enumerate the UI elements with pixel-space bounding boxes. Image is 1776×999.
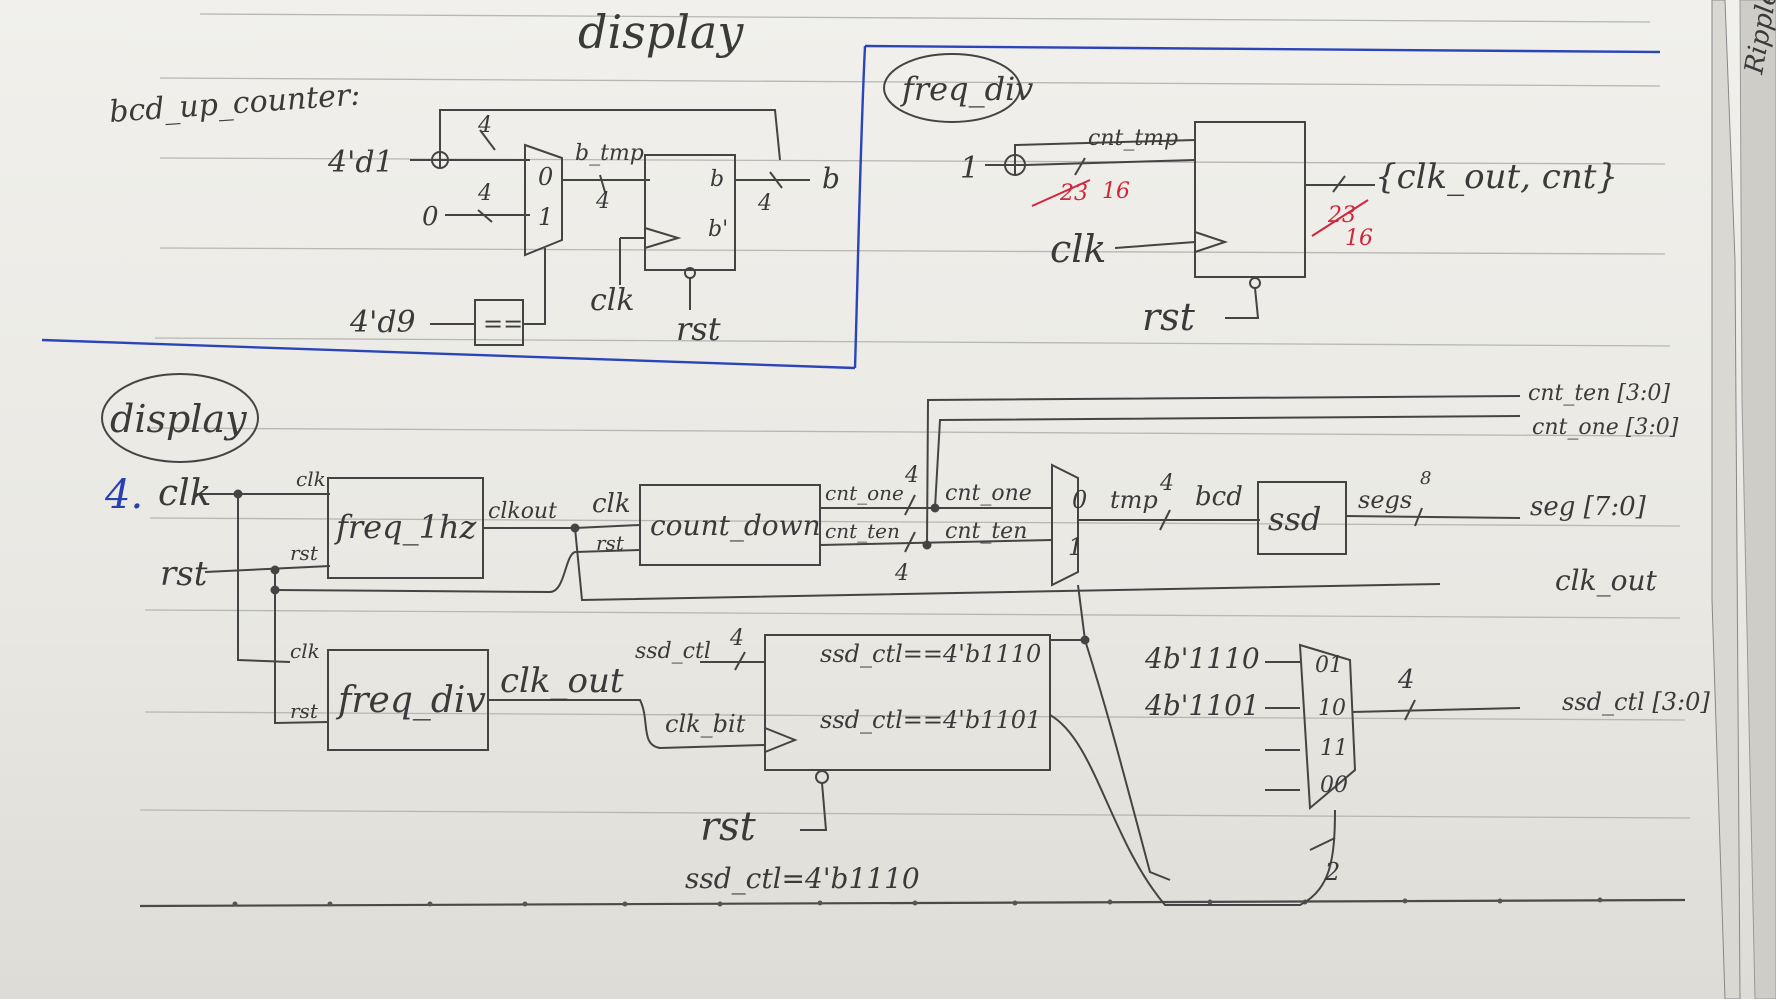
freq-1hz-rst: rst <box>290 541 319 565</box>
mux-a: cnt_one <box>945 481 1032 506</box>
bcd-mux-in0: 0 <box>538 163 553 191</box>
freq-div-const-one: 1 <box>960 151 979 186</box>
freq-div-old-width-a: 23 <box>1059 181 1088 206</box>
mux4-c1: 4b'1110 <box>1144 642 1260 675</box>
bcd-up-counter-panel <box>410 109 810 346</box>
ctl-reg-line2: ssd_ctl==4'b1101 <box>820 706 1041 734</box>
bcd-const-zero: 0 <box>422 202 439 232</box>
bcd-title: bcd_up_counter: <box>108 78 361 130</box>
blue-borders <box>41 44 1661 370</box>
mux4-s10: 10 <box>1318 696 1346 721</box>
freq-1hz-clk: clk <box>296 467 326 491</box>
top-title: display <box>578 5 744 59</box>
output-cnt-one: cnt_one [3:0] <box>1532 415 1679 440</box>
bcd-width-a: 4 <box>477 113 492 138</box>
ssd-segs: segs <box>1358 486 1412 514</box>
ctl-reg-init: ssd_ctl=4'b1110 <box>685 862 920 895</box>
bcd-compare-box <box>474 299 524 346</box>
freq-div-panel <box>883 53 1375 319</box>
display-count-down-block <box>639 484 821 566</box>
ctl-reg-line1: ssd_ctl==4'b1110 <box>820 640 1041 668</box>
freq-div-clk: clk <box>1050 227 1106 271</box>
mux4-s01: 01 <box>1315 653 1343 678</box>
page-edge-back <box>1739 0 1776 999</box>
freq-div-cnt-tmp: cnt_tmp <box>1088 126 1178 151</box>
freq-div-strike-b <box>1311 199 1369 237</box>
output-cnt-ten: cnt_ten [3:0] <box>1528 381 1670 406</box>
bcd-register <box>644 154 736 271</box>
count-down-out-one: cnt_one <box>825 481 904 505</box>
bcd-clk: clk <box>590 283 635 318</box>
bcd-width-b: 4 <box>477 181 492 206</box>
mux-in0: 0 <box>1072 486 1087 514</box>
bcd-mux-in1: 1 <box>538 203 553 231</box>
bcd-reg-out: b <box>822 162 840 195</box>
display-title-ellipse <box>101 373 259 463</box>
page-edge <box>1711 0 1741 999</box>
display-section <box>101 373 1521 906</box>
mux-in1: 1 <box>1068 533 1083 561</box>
mux-tmp: tmp <box>1110 486 1158 514</box>
bcd-width-d: 4 <box>757 191 772 216</box>
ssd-out: seg [7:0] <box>1530 492 1647 522</box>
bcd-reg-q: b' <box>708 217 728 242</box>
mux4-c2: 4b'1101 <box>1144 689 1260 722</box>
freq-div-rst: rst <box>1142 295 1196 339</box>
freq-div-title-ellipse <box>883 53 1021 123</box>
output-clk-out: clk_out <box>1555 564 1657 597</box>
freq-div-out: {clk_out, cnt} <box>1375 157 1618 197</box>
freq-div-strike-a <box>1031 179 1091 207</box>
count-down-width-ten: 4 <box>894 561 909 586</box>
freq-div-new-width-b: 16 <box>1345 226 1373 251</box>
freq-div-new-width-a: 16 <box>1102 179 1130 204</box>
bcd-b-tmp: b_tmp <box>575 141 644 166</box>
mux-width: 4 <box>1159 471 1174 496</box>
mux4-s00: 00 <box>1320 773 1348 798</box>
ctl-reg-width: 4 <box>729 626 744 651</box>
freq-div-block-clk: clk <box>290 639 320 663</box>
display-mux-shape <box>1051 463 1079 587</box>
bcd-rst: rst <box>676 310 721 348</box>
count-down-rst: rst <box>596 531 625 555</box>
display-mux4-shape <box>1298 643 1357 811</box>
ctl-reg-rst: rst <box>700 804 757 850</box>
freq-div-title: freq_div <box>900 70 1033 108</box>
output-ssd-ctl: ssd_ctl [3:0] <box>1562 688 1710 716</box>
count-down-clk: clk <box>592 489 631 519</box>
display-item-no: 4. <box>104 472 143 518</box>
ctl-reg-clk-bit: clk_bit <box>665 710 746 738</box>
display-rst-input: rst <box>160 554 208 594</box>
bcd-width-c: 4 <box>595 189 610 214</box>
mux4-s11: 11 <box>1320 736 1348 761</box>
mux-b: cnt_ten <box>945 519 1027 544</box>
display-title: display <box>110 397 247 441</box>
mux4-width-out: 4 <box>1397 665 1415 695</box>
freq-div-block-rst: rst <box>290 699 319 723</box>
count-down-width-one: 4 <box>904 463 919 488</box>
bcd-mux-shape <box>524 143 563 257</box>
ctl-reg-in: ssd_ctl <box>635 639 711 664</box>
mux-bcd: bcd <box>1195 482 1243 512</box>
count-down-out-ten: cnt_ten <box>825 519 900 543</box>
freq-div-register <box>1194 121 1306 278</box>
bcd-const-one: 4'd1 <box>327 145 394 180</box>
display-ctl-register <box>764 634 1051 771</box>
ssd-width: 8 <box>1420 468 1431 489</box>
freq-1hz-out: clkout <box>488 499 557 524</box>
bcd-eq-box: == <box>483 310 523 338</box>
bcd-reg-d: b <box>710 167 724 192</box>
count-down-name: count_down <box>650 509 821 542</box>
display-clk-input: clk <box>158 473 212 514</box>
freq-div-block-name: freq_div <box>335 680 486 721</box>
freq-div-block-out: clk_out <box>500 661 624 701</box>
display-ssd-block <box>1257 481 1347 555</box>
ssd-name: ssd <box>1268 500 1321 538</box>
freq-1hz-name: freq_1hz <box>334 508 478 546</box>
bcd-const-nine: 4'd9 <box>349 305 416 340</box>
mux4-width-sel: 2 <box>1324 858 1340 886</box>
